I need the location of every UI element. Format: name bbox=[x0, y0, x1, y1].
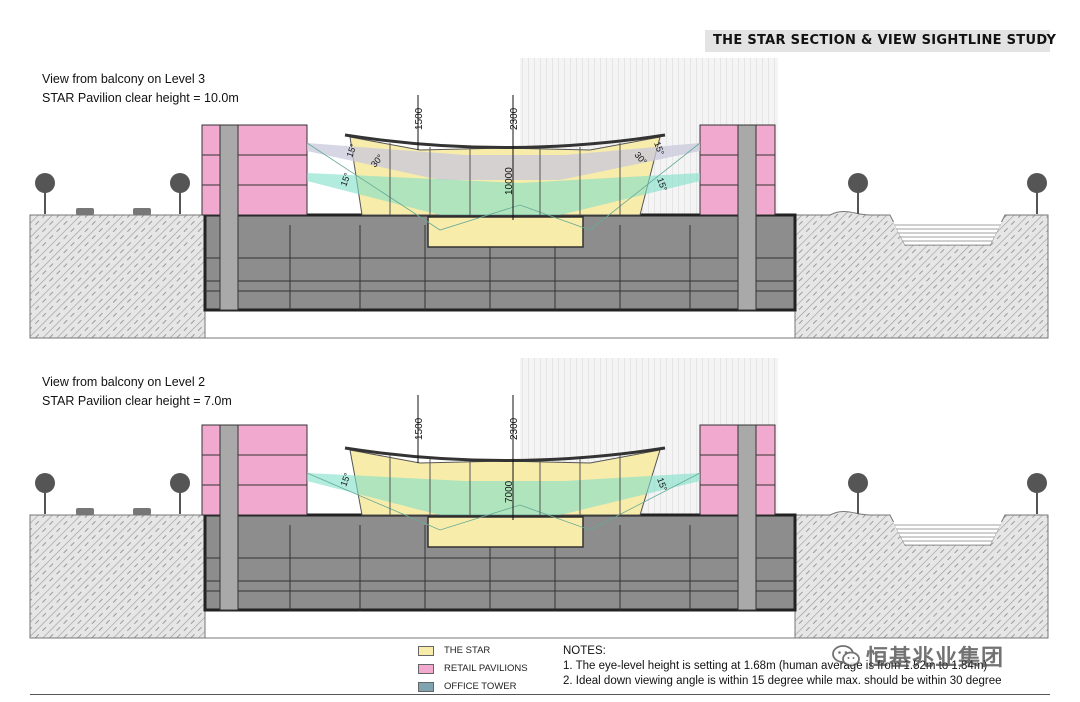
legend-label-retail: RETAIL PAVILIONS bbox=[444, 663, 528, 674]
roof-truss bbox=[344, 446, 666, 462]
sightline-upper bbox=[307, 143, 700, 180]
notes-item-2: 2. Ideal down viewing angle is within 15… bbox=[563, 675, 1002, 687]
roof-truss bbox=[344, 133, 666, 149]
section-1-caption-line2: STAR Pavilion clear height = 10.0m bbox=[42, 91, 239, 105]
sightline-rays bbox=[306, 472, 701, 531]
retail-pavilion-left bbox=[201, 124, 308, 216]
water-channel bbox=[893, 222, 1002, 245]
notes-title: NOTES: bbox=[563, 645, 606, 657]
car-icons bbox=[76, 508, 151, 515]
angle-label-3: 15° bbox=[338, 171, 352, 188]
legend-swatch-retail bbox=[418, 663, 434, 674]
section-2-drawing: 1500 2300 7000 15° 15° bbox=[29, 358, 1049, 639]
core-shaft-right bbox=[737, 424, 757, 611]
star-mullions bbox=[389, 143, 621, 215]
header-bar bbox=[705, 30, 1050, 52]
dim-left-label: 1500 bbox=[414, 107, 425, 130]
legend-swatch-star bbox=[418, 645, 434, 656]
legend-label-star: THE STAR bbox=[444, 645, 491, 656]
section-1-drawing: 1500 2300 10000 15° 30° 15° 30° 15° 15° bbox=[29, 58, 1049, 339]
car-icons bbox=[76, 208, 151, 215]
section-1-caption-line1: View from balcony on Level 3 bbox=[42, 72, 206, 86]
tree-icons bbox=[35, 473, 1047, 514]
section-1-caption: View from balcony on Level 3 STAR Pavili… bbox=[42, 70, 239, 108]
dim-left-label: 1500 bbox=[414, 417, 425, 440]
legend-item-star: THE STAR bbox=[418, 645, 490, 656]
watermark-text: 恒基兆业集团 bbox=[866, 645, 1005, 670]
dim-center-label: 2300 bbox=[509, 107, 520, 130]
star-sunken-court bbox=[427, 216, 584, 248]
star-mullions bbox=[389, 455, 621, 515]
angle-label-1: 15° bbox=[344, 142, 358, 159]
core-shaft-left bbox=[219, 124, 239, 311]
bottom-rule bbox=[30, 694, 1050, 695]
sightline-rays bbox=[306, 142, 701, 231]
angle-label-5: 15° bbox=[652, 140, 666, 157]
dim-height-label: 7000 bbox=[504, 480, 515, 503]
watermark: 恒基兆业集团 bbox=[832, 640, 1004, 672]
basement-grid bbox=[205, 525, 795, 610]
legend-swatch-office bbox=[418, 681, 434, 692]
page-title: THE STAR SECTION & VIEW SIGHTLINE STUDY bbox=[713, 33, 1057, 48]
core-shaft-right bbox=[737, 124, 757, 311]
sightline-lower bbox=[307, 173, 700, 215]
angle-label-6: 15° bbox=[655, 176, 669, 193]
star-sunken-court bbox=[427, 516, 584, 548]
section-2-caption-line2: STAR Pavilion clear height = 7.0m bbox=[42, 394, 232, 408]
angle-label-2: 15° bbox=[655, 476, 669, 493]
ground-soil bbox=[29, 210, 1049, 339]
water-channel bbox=[893, 522, 1002, 545]
tree-icons bbox=[35, 173, 1047, 214]
legend-label-office: OFFICE TOWER bbox=[444, 681, 517, 692]
ground-soil bbox=[29, 510, 1049, 639]
angle-label-1: 15° bbox=[338, 471, 352, 488]
sightline-lower bbox=[307, 473, 700, 515]
notes-item-1: 1. The eye-level height is setting at 1.… bbox=[563, 660, 988, 672]
section-2-caption-line1: View from balcony on Level 2 bbox=[42, 375, 206, 389]
dim-center-label: 2300 bbox=[509, 417, 520, 440]
retail-pavilion-left bbox=[201, 424, 308, 516]
wechat-icon bbox=[832, 645, 860, 667]
core-shaft-left bbox=[219, 424, 239, 611]
dim-height-label: 10000 bbox=[504, 167, 515, 195]
section-2-caption: View from balcony on Level 2 STAR Pavili… bbox=[42, 373, 232, 411]
legend-item-office: OFFICE TOWER bbox=[418, 681, 516, 692]
legend-item-retail: RETAIL PAVILIONS bbox=[418, 663, 528, 674]
notes-block: NOTES: 1. The eye-level height is settin… bbox=[563, 644, 1002, 689]
